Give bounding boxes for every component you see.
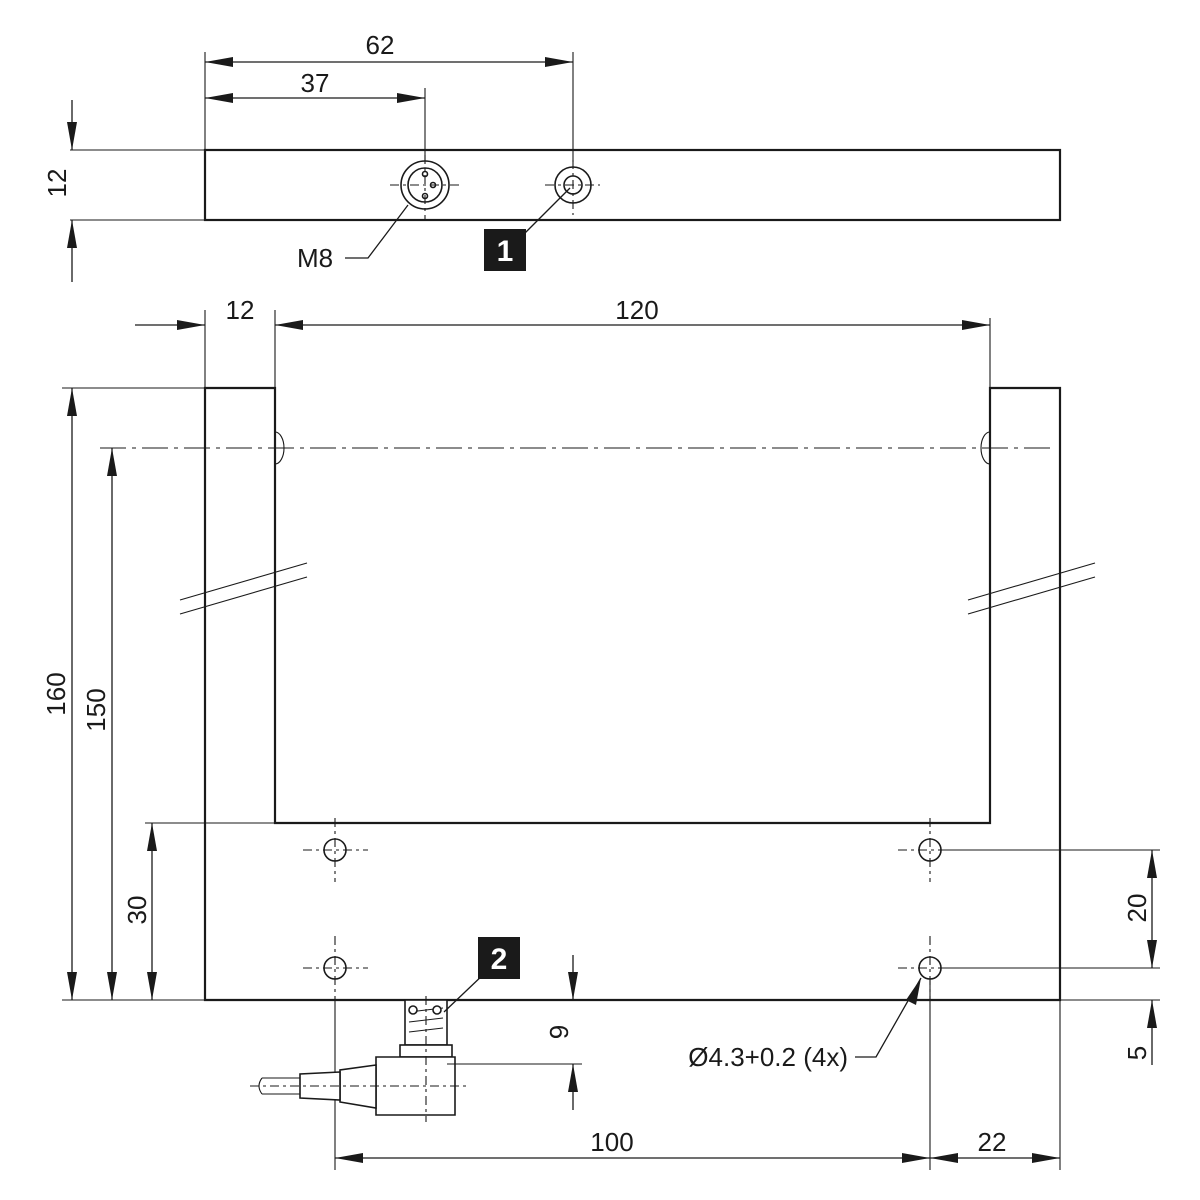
dim-150-label: 150 [81,688,111,731]
dim-5-label: 5 [1122,1046,1152,1060]
dim-12-height: 12 [42,100,77,282]
dim-37-label: 37 [301,68,330,98]
top-hole-1 [545,160,600,215]
axis-notch-left [274,431,285,465]
hole-leader-arrow [906,978,921,1005]
dim-160: 160 [41,387,205,1001]
top-view: 62 37 12 [42,30,1062,282]
dim-12-side-label: 12 [226,295,255,325]
dim-150: 150 [81,448,117,1000]
dim-20: 20 [942,849,1160,969]
dim-12-height-label: 12 [42,169,72,198]
dim-100: 100 [334,980,931,1170]
m8-label: M8 [297,243,333,273]
dim-160-label: 160 [41,672,71,715]
dim-9: 9 [447,955,582,1110]
top-view-body [203,148,1062,222]
m8-connector [390,155,460,220]
hole-leader [855,977,922,1058]
callout-2-text: 2 [491,943,508,976]
dim-62-label: 62 [366,30,395,60]
dim-9-label: 9 [544,1025,574,1039]
break-line-left [179,562,308,615]
dim-20-label: 20 [1122,894,1152,923]
break-line-right [967,562,1096,615]
dim-100-label: 100 [590,1127,633,1157]
callout-1-text: 1 [497,235,514,268]
axis-notch-right [980,431,991,465]
callout-1-leader [521,187,571,237]
dim-30-label: 30 [122,896,152,925]
front-view: 12 120 160 150 [41,295,1160,1170]
dim-22-label: 22 [978,1127,1007,1157]
front-view-body [203,386,1062,1002]
mount-hole-top-left [303,818,368,882]
callout-2-badge [478,937,520,979]
dim-37: 37 [205,68,425,103]
dim-22: 22 [930,1000,1061,1170]
hole-spec-label: Ø4.3+0.2 (4x) [688,1042,848,1072]
dim-120: 120 [275,295,991,445]
m8-leader [345,204,409,259]
dim-12-side: 12 [135,295,303,445]
dim-120-label: 120 [615,295,658,325]
mount-hole-bottom-left [303,936,368,1000]
callout-1-badge [484,229,526,271]
cable-connector [250,996,470,1122]
dim-30: 30 [122,822,275,1000]
dim-5: 5 [1060,999,1160,1065]
dim-62: 62 [205,30,573,67]
